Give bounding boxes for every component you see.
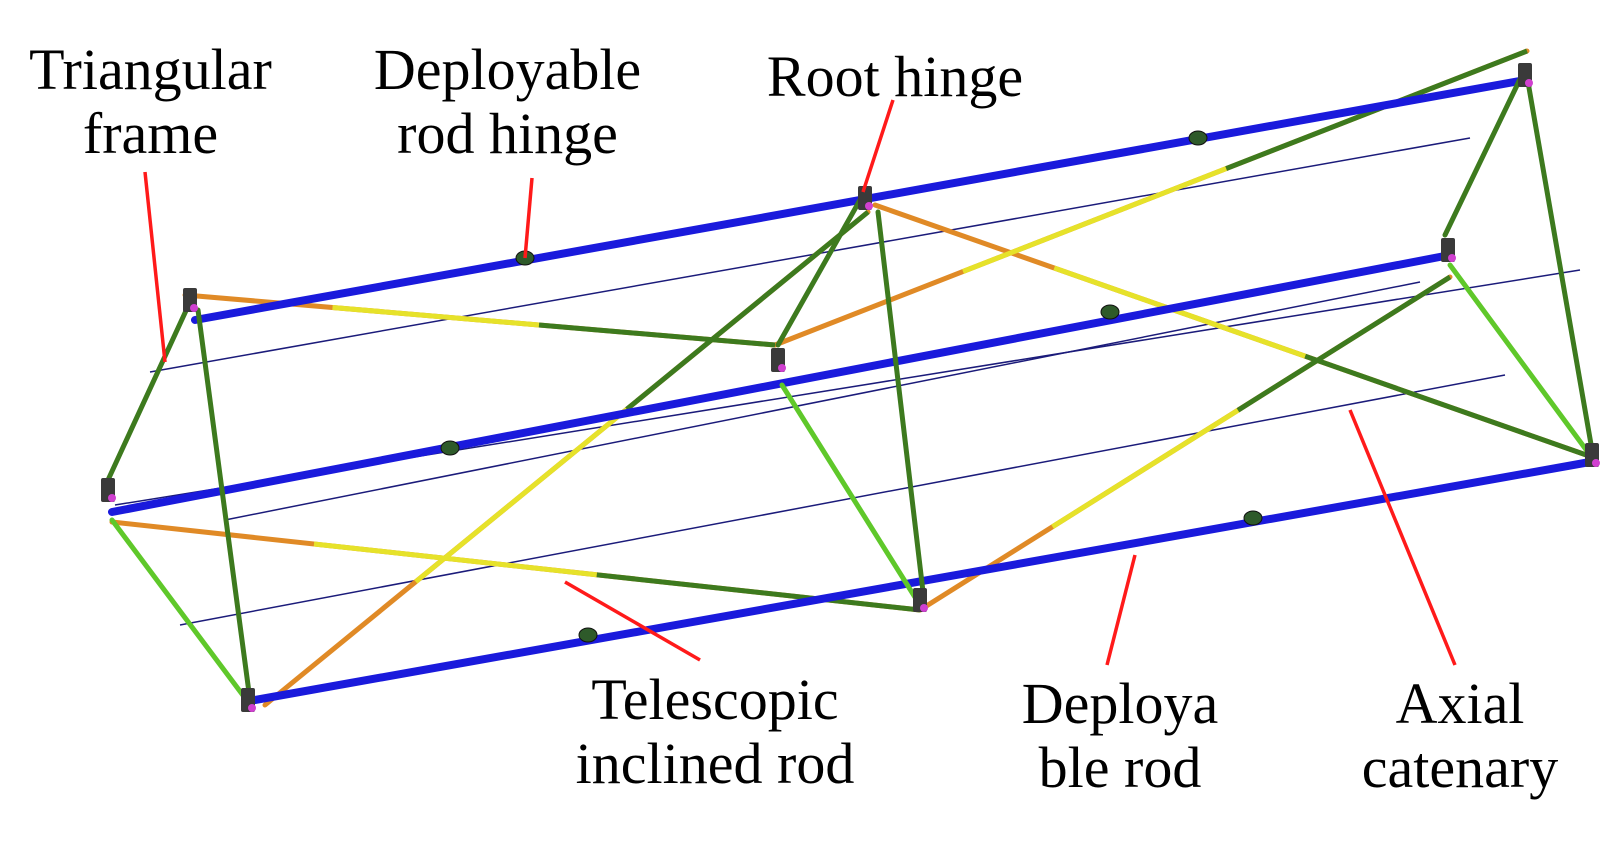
label-line: ble rod xyxy=(1038,735,1202,800)
telescopic-rod-inner-segment xyxy=(962,166,1228,274)
label-line: Triangular xyxy=(29,37,272,102)
telescopic-rod-core-segment xyxy=(1304,353,1593,460)
telescopic-rod-core-segment xyxy=(1236,274,1452,413)
deployable-rod-hinge xyxy=(1243,510,1263,526)
hinge-pin xyxy=(865,202,873,210)
triangular-frame-rod xyxy=(875,209,927,603)
hinge-group xyxy=(101,63,1600,712)
leader-root-hinge xyxy=(861,99,895,193)
telescopic-rod-inner-segment xyxy=(1053,265,1307,359)
telescopic-rod-inner-segment xyxy=(313,541,598,578)
hinge-pin xyxy=(920,604,928,612)
label-telescopic-inclined-rod: Telescopic inclined rod xyxy=(545,668,885,796)
triangular-frame-rod xyxy=(1447,262,1593,458)
label-line: frame xyxy=(82,101,219,166)
telescopic-rod-inner-segment xyxy=(332,305,540,328)
label-line: Telescopic xyxy=(591,667,839,732)
label-triangular-frame: Triangular frame xyxy=(8,38,293,166)
label-line: Axial xyxy=(1395,671,1525,736)
leader-telescopic-inclined-rod xyxy=(564,580,701,662)
label-line: rod hinge xyxy=(397,101,618,166)
leader-axial-catenary xyxy=(1348,409,1457,666)
label-deployable-rod-hinge: Deployable rod hinge xyxy=(345,38,670,166)
triangular-frame-group xyxy=(105,72,1595,705)
leader-line-group xyxy=(143,99,1457,666)
leader-deployable-rod xyxy=(1105,554,1137,666)
deployable-rod-group xyxy=(108,76,1594,704)
hinge-pin xyxy=(1448,254,1456,262)
triangular-frame-rod xyxy=(195,307,253,703)
telescopic-rod-core-segment xyxy=(625,210,870,412)
telescopic-rod-core-segment xyxy=(596,572,921,613)
label-line: inclined rod xyxy=(575,731,855,796)
label-root-hinge: Root hinge xyxy=(740,45,1050,109)
triangular-frame-rod xyxy=(1442,72,1525,238)
axial-catenary xyxy=(149,137,1471,373)
telescopic-rod-inner-segment xyxy=(414,407,629,584)
hinge-pin xyxy=(1525,79,1533,87)
triangular-frame-rod xyxy=(775,197,863,348)
triangular-frame-rod xyxy=(1525,79,1595,453)
label-line: Root hinge xyxy=(766,44,1024,109)
triangular-frame-rod xyxy=(779,382,921,605)
leader-triangular-frame xyxy=(143,171,167,363)
axial-catenary-group xyxy=(114,137,1581,626)
label-deployable-rod: Deploya ble rod xyxy=(1005,672,1235,800)
label-axial-catenary: Axial catenary xyxy=(1340,672,1580,800)
axial-catenary xyxy=(179,374,1506,626)
telescopic-rod-core-segment xyxy=(538,322,776,348)
deployable-rod-hinge xyxy=(578,627,598,643)
hinge-pin xyxy=(108,494,116,502)
hinge-pin xyxy=(248,704,256,712)
label-line: Deployable xyxy=(373,37,642,102)
triangular-frame-rod xyxy=(109,517,251,705)
hinge-pin xyxy=(190,304,198,312)
telescopic-rod-inner-segment xyxy=(1051,408,1240,529)
triangular-frame-rod xyxy=(105,299,193,483)
hinge-pin xyxy=(778,364,786,372)
hinge-pin xyxy=(1592,459,1600,467)
label-line: Deploya xyxy=(1021,671,1219,736)
telescopic-inclined-rod-group xyxy=(109,48,1595,708)
deployable-rod-hinge xyxy=(440,440,460,456)
deployable-rod-hinge xyxy=(1100,304,1120,320)
deployable-rod-hinge xyxy=(1188,130,1208,146)
axial-catenary xyxy=(224,281,1421,521)
label-line: catenary xyxy=(1361,735,1559,800)
leader-deployable-rod-hinge xyxy=(523,177,534,259)
